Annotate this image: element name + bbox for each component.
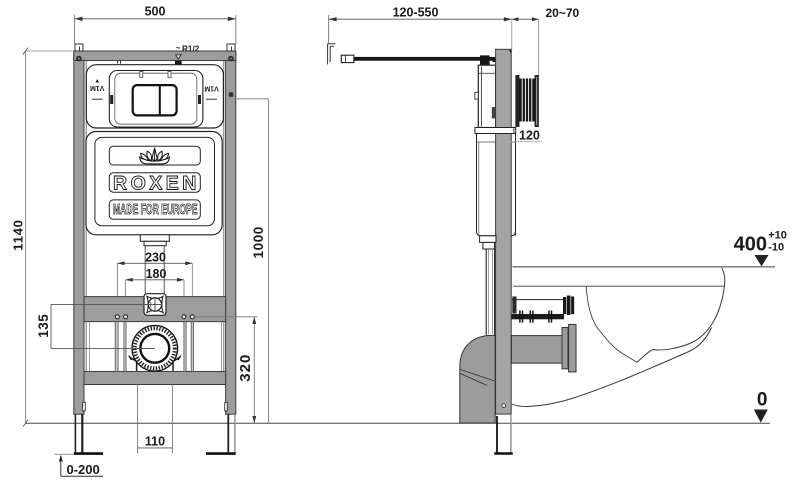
svg-text:230: 230: [145, 251, 166, 265]
svg-text:20~70: 20~70: [546, 6, 580, 20]
svg-text:V1M: V1M: [90, 84, 105, 91]
svg-text:+10: +10: [768, 230, 787, 242]
svg-text:320: 320: [237, 354, 254, 382]
svg-text:110: 110: [145, 435, 165, 449]
svg-text:ROXEN: ROXEN: [113, 173, 196, 195]
svg-text:1000: 1000: [251, 226, 266, 258]
svg-text:R1/2: R1/2: [182, 45, 200, 54]
svg-text:120: 120: [519, 129, 540, 143]
svg-text:MADE FOR EUROPE: MADE FOR EUROPE: [113, 202, 198, 218]
svg-text:120-550: 120-550: [393, 6, 439, 20]
svg-text:135: 135: [36, 314, 51, 338]
svg-text:400: 400: [734, 234, 767, 256]
svg-text:1140: 1140: [11, 219, 26, 250]
svg-text:-10: -10: [768, 242, 784, 254]
svg-text:0: 0: [757, 390, 768, 411]
svg-text:~: ~: [176, 44, 181, 53]
svg-text:V1M: V1M: [204, 85, 219, 92]
svg-text:500: 500: [145, 5, 166, 19]
svg-text:180: 180: [146, 267, 167, 281]
svg-text:0-200: 0-200: [67, 462, 100, 477]
svg-text:▲: ▲: [94, 79, 100, 85]
